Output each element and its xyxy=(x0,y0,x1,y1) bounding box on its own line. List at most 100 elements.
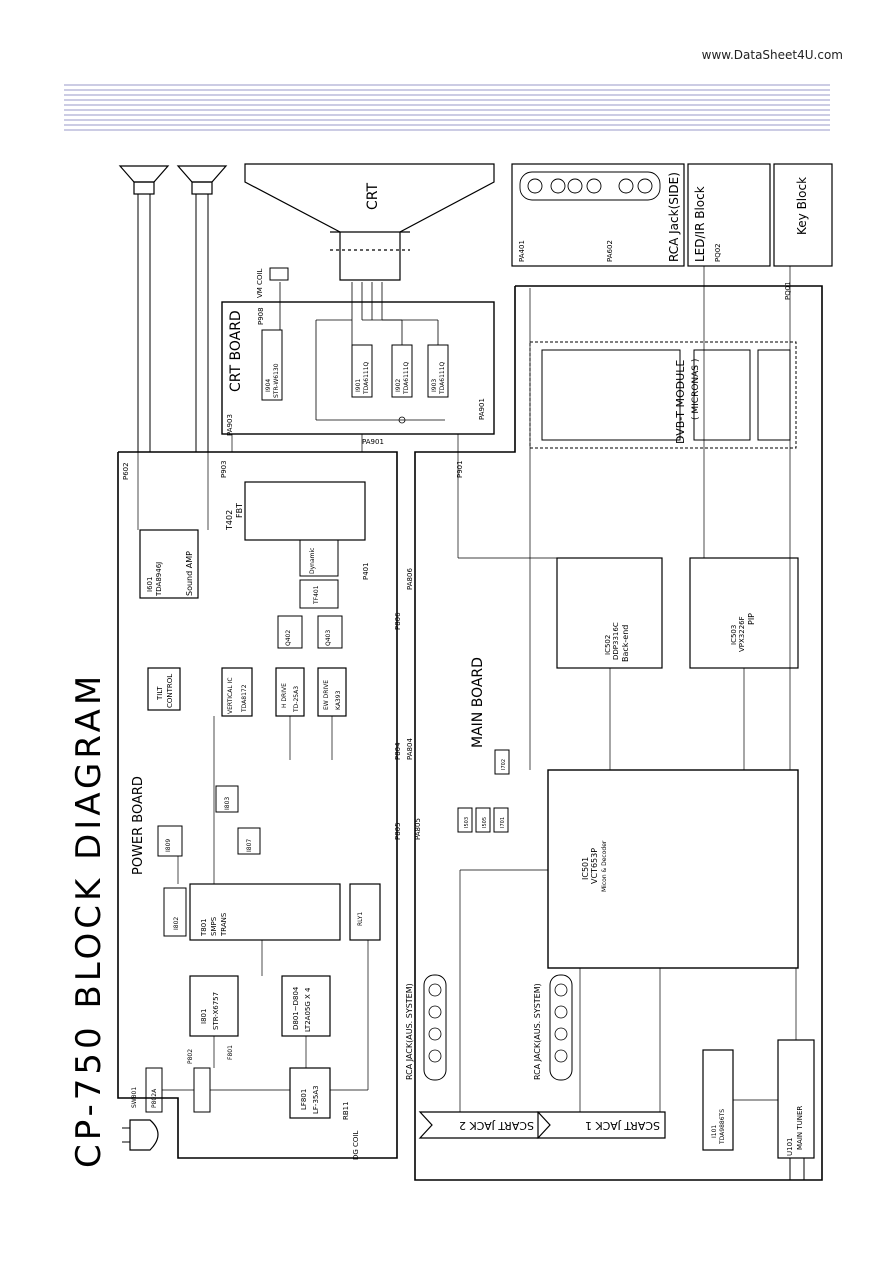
f801-label: F801 xyxy=(227,1045,234,1060)
diagram-title: CP-750 BLOCK DIAGRAM xyxy=(69,672,109,1168)
smps-label: SMPS xyxy=(210,916,218,936)
i301-part: TDA8172 xyxy=(241,684,248,713)
ic501-sub: Micon & Decoder xyxy=(601,840,608,892)
vm-coil-label: VM COIL xyxy=(256,268,264,298)
dvb-label: DVB-T MODULE xyxy=(674,360,687,444)
i101-label: I101 xyxy=(711,1125,718,1138)
speaker-right xyxy=(176,165,228,195)
i902-label: I902 xyxy=(395,379,402,392)
u101-label: U101 xyxy=(786,1138,794,1156)
i801-label: I801 xyxy=(200,1009,208,1024)
tilt-label2: CONTROL xyxy=(166,674,174,708)
vertical-ic-label: VERTICAL IC xyxy=(227,677,234,714)
q403-label: Q403 xyxy=(325,630,332,646)
ic502-block xyxy=(556,557,663,669)
pa901-label: PA901 xyxy=(362,438,384,446)
i101-block xyxy=(702,1049,734,1151)
pa805-label: PA805 xyxy=(414,818,422,840)
tilt-control xyxy=(147,667,181,711)
pa804-label: PA804 xyxy=(406,738,414,760)
dyn-focus-block xyxy=(299,539,339,577)
p804-label: P804 xyxy=(394,742,402,760)
dyn-focus-label: Dynamic xyxy=(309,548,316,574)
i901-label: I901 xyxy=(355,379,362,392)
i402-part: KA393 xyxy=(335,690,342,710)
rly1-block xyxy=(349,883,381,941)
i503-label: I503 xyxy=(464,817,470,828)
pa401-side-label: PA401 xyxy=(518,240,526,262)
trans-label: TRANS xyxy=(220,912,228,937)
i702-label: I702 xyxy=(501,759,507,770)
p401-label: P401 xyxy=(362,562,370,580)
i809-label: I809 xyxy=(165,839,172,852)
scart-jack-2 xyxy=(418,1111,539,1139)
i807-label: I807 xyxy=(246,839,253,852)
i702-block xyxy=(494,749,510,775)
t801-block xyxy=(189,883,341,941)
tuner-label: MAIN TUNER xyxy=(796,1106,804,1150)
i701-label: I701 xyxy=(500,817,506,828)
pa806-label: PA806 xyxy=(406,568,414,590)
i505-label: I505 xyxy=(482,817,488,828)
d801-label: D801~D804 xyxy=(292,986,300,1030)
rly1-label: RLY1 xyxy=(357,912,364,926)
i901-part: TDA6111Q xyxy=(363,361,370,395)
ic503-func: PIP xyxy=(747,613,756,625)
lf801-label: LF801 xyxy=(300,1089,308,1110)
rca-aus-jack-2 xyxy=(423,974,447,1081)
h-drive-label: H DRIVE xyxy=(281,683,288,708)
p903-label: P903 xyxy=(220,460,228,478)
lf801-part: LF-35A3 xyxy=(312,1085,320,1114)
ic502-func: Back-end xyxy=(621,625,630,662)
p805-label: P805 xyxy=(394,822,402,840)
sw801-label: SW801 xyxy=(131,1087,138,1108)
watermark: www.DataSheet4U.com xyxy=(701,48,843,62)
crt-label: CRT xyxy=(365,183,381,210)
scart1-label: SCART JACK 1 xyxy=(585,1119,660,1132)
rca-aus1-label: RCA JACK(AUS. SYSTEM) xyxy=(533,983,542,1080)
i809-block xyxy=(157,825,183,857)
header-rule xyxy=(64,84,830,131)
p908-label: P908 xyxy=(257,307,265,325)
pa903-label: PA903 xyxy=(226,414,234,436)
q403-block xyxy=(317,615,343,649)
rb11-label: RB11 xyxy=(342,1101,350,1120)
ic501-part: VCT653P xyxy=(590,848,599,884)
t801-label: T801 xyxy=(200,918,208,937)
i902-part: TDA6111Q xyxy=(403,361,410,395)
i803-label: I803 xyxy=(224,797,231,810)
vm-coil xyxy=(269,267,289,281)
ic502-label: IC502 xyxy=(604,635,612,655)
fbt-block xyxy=(244,481,366,541)
dvb-module xyxy=(529,341,797,449)
pq02-label: PQ02 xyxy=(714,243,722,262)
ic501-block xyxy=(547,769,799,969)
i601-block xyxy=(139,529,199,599)
rca-aus2-label: RCA JACK(AUS. SYSTEM) xyxy=(405,983,414,1080)
q402-label: Q402 xyxy=(285,630,292,646)
main-board-label: MAIN BOARD xyxy=(470,657,486,748)
crt-board xyxy=(221,301,495,435)
i601-part: TDA8946J xyxy=(155,562,163,597)
tilt-label: TILT xyxy=(156,686,164,701)
pa901-label-right: PA901 xyxy=(478,398,486,420)
rca-aus-jack-1 xyxy=(549,974,573,1081)
i801-part: STR-X6757 xyxy=(212,992,220,1030)
t401-part: TD-25A3 xyxy=(293,686,300,713)
i301-block xyxy=(221,667,253,717)
p802a-label: P802A xyxy=(151,1088,158,1108)
i904-label: I904 xyxy=(265,379,272,392)
power-board-outline xyxy=(117,451,398,1159)
t402-label: T402 xyxy=(225,510,234,531)
led-ir-label: LED/IR Block xyxy=(693,186,707,262)
dg-coil-label: DG COIL xyxy=(352,1130,360,1160)
ew-drive-label: EW DRIVE xyxy=(323,680,330,710)
ic502-part: DDP3316C xyxy=(612,622,620,660)
p802-label: P802 xyxy=(187,1049,194,1064)
i901-block xyxy=(351,344,373,398)
tf401-label: TF401 xyxy=(313,585,320,605)
d801-part: LT2A05G X 4 xyxy=(304,987,312,1032)
p802-block xyxy=(193,1067,211,1113)
fbt-label: FBT xyxy=(235,503,244,518)
